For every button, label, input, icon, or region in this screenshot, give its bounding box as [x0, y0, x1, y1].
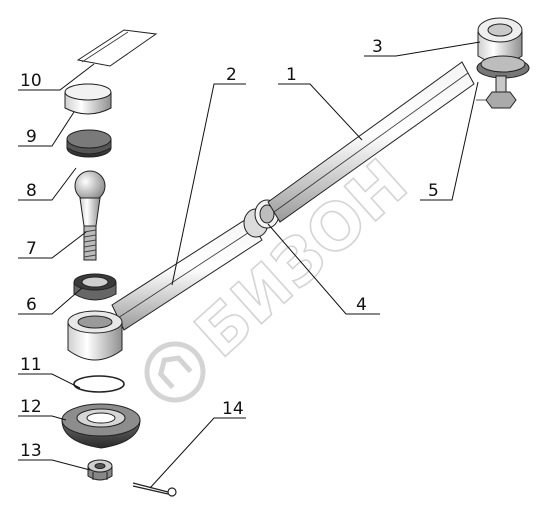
part-5-boot	[476, 55, 530, 109]
part-7-ball-pin	[74, 170, 106, 261]
callout-14: 14	[222, 399, 244, 419]
callout-1: 1	[286, 65, 297, 85]
part-10-gasket	[76, 29, 158, 67]
part-4-collar	[243, 199, 280, 238]
callout-2: 2	[226, 65, 237, 85]
part-9-cap	[64, 83, 112, 115]
callout-10: 10	[20, 71, 42, 91]
part-11-ring	[73, 375, 125, 393]
watermark-logo-icon	[144, 341, 206, 403]
callout-13: 13	[20, 441, 42, 461]
part-8-seal	[66, 129, 112, 158]
callout-6: 6	[26, 295, 37, 315]
part-3-joint-head	[477, 17, 523, 64]
part-14-cotter-pin	[132, 482, 177, 497]
part-12-boot	[61, 403, 141, 449]
callout-11: 11	[20, 355, 42, 375]
callout-9: 9	[26, 127, 37, 147]
part-2-housing	[67, 310, 123, 361]
callout-5: 5	[428, 181, 439, 201]
callout-8: 8	[26, 181, 37, 201]
part-1-tie-rod	[267, 61, 475, 223]
callout-7: 7	[26, 239, 37, 259]
callout-3: 3	[372, 37, 383, 57]
callout-labels: 1 2 3 4 5 6 7 8 9 10 11 12 13 14	[20, 37, 439, 461]
callout-12: 12	[20, 397, 42, 417]
part-6-liner	[73, 273, 117, 301]
callout-4: 4	[356, 295, 367, 315]
part-13-nut	[87, 459, 113, 481]
leader-lines	[18, 41, 481, 489]
